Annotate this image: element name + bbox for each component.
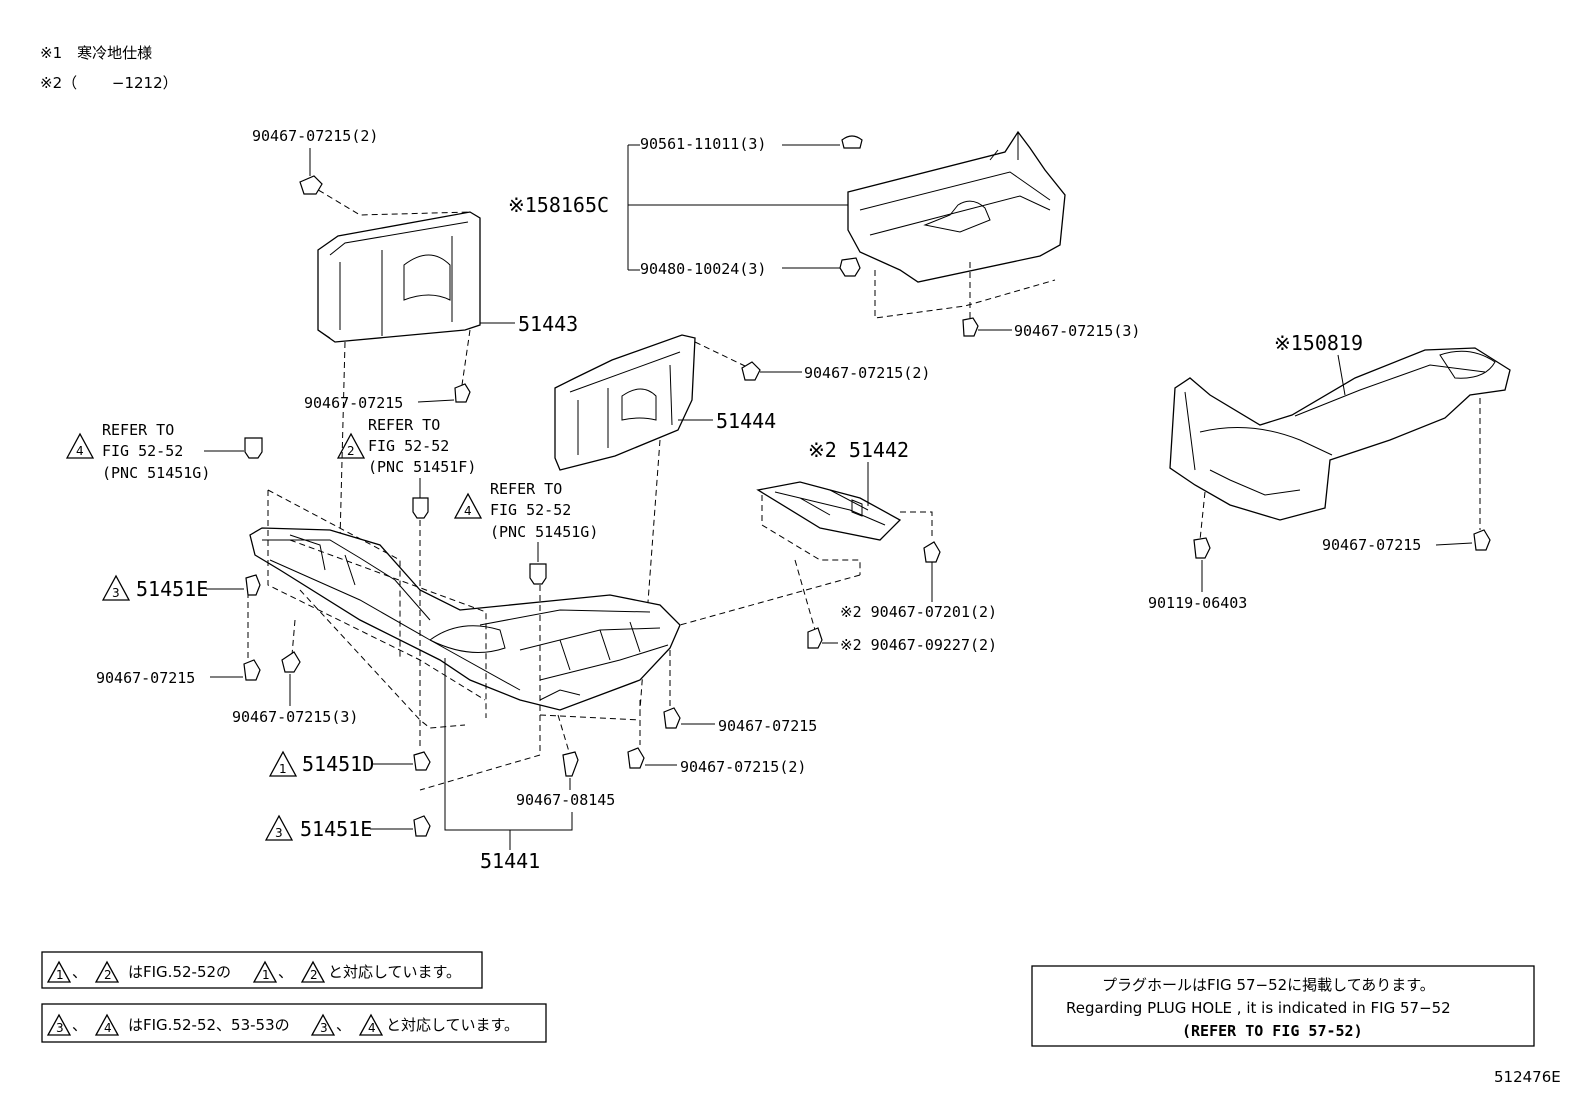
plug-hole-note: プラグホールはFIG 57−52に掲載してあります。 Regarding PLU… bbox=[1031, 965, 1535, 1047]
bolt-right-07215-2 bbox=[627, 747, 645, 769]
bolt-58165-bottom bbox=[962, 317, 979, 337]
legend-row-2: 3 、 4 はFIG.52-52、53-53の 3 、 4 と対応しています。 bbox=[41, 1003, 547, 1043]
note-date-range: ※2（ −1212） bbox=[40, 74, 178, 92]
part-51441 bbox=[247, 489, 681, 791]
svg-text:1: 1 bbox=[279, 762, 287, 776]
bolt-08145 bbox=[562, 751, 579, 777]
label-51451E-upper: 51451E bbox=[136, 577, 208, 601]
clip-51442-a bbox=[923, 541, 941, 563]
clip-51451F bbox=[412, 497, 429, 519]
triangle-mark-1: 1 bbox=[268, 750, 298, 777]
label-left-bolt: 90467-07215 bbox=[96, 669, 195, 687]
refer-c-line1: REFER TO bbox=[490, 480, 562, 498]
label-58165-bot: 90467-07215(3) bbox=[1014, 322, 1140, 340]
label-58165C: ※158165C bbox=[508, 193, 609, 217]
svg-text:1: 1 bbox=[262, 968, 270, 982]
svg-text:4: 4 bbox=[76, 444, 84, 458]
label-58165-mid: 90480-10024(3) bbox=[640, 260, 766, 278]
label-51444-clip: 90467-07215(2) bbox=[804, 364, 930, 382]
label-51443-bolt: 90467-07215 bbox=[304, 394, 403, 412]
svg-text:4: 4 bbox=[104, 1021, 112, 1035]
refer-a-line2: FIG 52-52 bbox=[102, 442, 183, 460]
svg-text:3: 3 bbox=[56, 1021, 64, 1035]
triangle-mark-4-left: 4 bbox=[65, 432, 95, 459]
legend-row2-end: と対応しています。 bbox=[386, 1016, 519, 1034]
svg-text:1: 1 bbox=[56, 968, 64, 982]
svg-text:、: 、 bbox=[336, 1016, 351, 1034]
svg-text:3: 3 bbox=[275, 826, 283, 840]
refer-c-line2: FIG 52-52 bbox=[490, 501, 571, 519]
svg-text:3: 3 bbox=[320, 1021, 328, 1035]
bolt-51451D bbox=[413, 751, 431, 771]
bolt-51443-bottom bbox=[454, 383, 471, 403]
svg-text:、: 、 bbox=[278, 963, 293, 981]
clip-51444 bbox=[741, 361, 761, 381]
plug-note-ref: (REFER TO FIG 57-52) bbox=[1182, 1022, 1363, 1040]
clip-51443-top bbox=[299, 175, 323, 195]
plug-note-en: Regarding PLUG HOLE , it is indicated in… bbox=[1066, 999, 1451, 1017]
bolt-50819 bbox=[1193, 537, 1211, 559]
svg-text:2: 2 bbox=[104, 968, 112, 982]
part-51444 bbox=[554, 334, 746, 711]
part-58165C bbox=[847, 130, 1066, 319]
bolt-right-07215 bbox=[663, 707, 681, 729]
figure-id: 512476E bbox=[1494, 1068, 1561, 1086]
svg-text:、: 、 bbox=[72, 963, 87, 981]
part-51442 bbox=[679, 481, 933, 631]
label-08145: 90467-08145 bbox=[516, 791, 615, 809]
triangle-mark-3-lower: 3 bbox=[264, 814, 294, 841]
triangle-mark-2: 2 bbox=[336, 432, 366, 459]
label-50819-clip: 90467-07215 bbox=[1322, 536, 1421, 554]
clip-51451G-left bbox=[244, 437, 263, 459]
refer-b-line2: FIG 52-52 bbox=[368, 437, 449, 455]
svg-text:、: 、 bbox=[72, 1016, 87, 1034]
clip-51451G-center bbox=[529, 563, 547, 585]
label-51442: ※2 51442 bbox=[808, 438, 909, 462]
part-51443 bbox=[309, 184, 481, 541]
svg-text:4: 4 bbox=[368, 1021, 376, 1035]
triangle-mark-4-center: 4 bbox=[453, 492, 483, 519]
clip-50819 bbox=[1473, 529, 1491, 551]
bolt-90480 bbox=[839, 257, 861, 277]
label-51444: 51444 bbox=[716, 409, 776, 433]
clip-left-07215-3 bbox=[281, 651, 301, 673]
svg-text:3: 3 bbox=[112, 586, 120, 600]
svg-text:2: 2 bbox=[310, 968, 318, 982]
bolt-51451E-lower bbox=[413, 815, 431, 837]
refer-a-line3: (PNC 51451G) bbox=[102, 464, 210, 482]
part-50819 bbox=[1169, 347, 1511, 541]
plug-note-jp: プラグホールはFIG 57−52に掲載してあります。 bbox=[1102, 976, 1435, 994]
triangle-mark-3-upper: 3 bbox=[101, 574, 131, 601]
svg-text:4: 4 bbox=[464, 504, 472, 518]
legend-row-1: 1 、 2 はFIG.52-52の 1 、 2 と対応しています。 bbox=[41, 951, 483, 989]
label-50819: ※150819 bbox=[1274, 331, 1363, 355]
label-51443: 51443 bbox=[518, 312, 578, 336]
refer-c-line3: (PNC 51451G) bbox=[490, 523, 598, 541]
svg-text:2: 2 bbox=[347, 444, 355, 458]
label-50819-bolt: 90119-06403 bbox=[1148, 594, 1247, 612]
label-51451D: 51451D bbox=[302, 752, 374, 776]
bolt-51451E-upper bbox=[245, 574, 261, 596]
refer-b-line3: (PNC 51451F) bbox=[368, 458, 476, 476]
refer-a-line1: REFER TO bbox=[102, 421, 174, 439]
label-right-bolt-2: 90467-07215(2) bbox=[680, 758, 806, 776]
legend-row1-mid: はFIG.52-52の bbox=[128, 963, 231, 981]
refer-b-line1: REFER TO bbox=[368, 416, 440, 434]
label-right-bolt: 90467-07215 bbox=[718, 717, 817, 735]
bolt-51442-b bbox=[807, 627, 823, 649]
label-58165-top: 90561-11011(3) bbox=[640, 135, 766, 153]
label-51442-b: ※2 90467-09227(2) bbox=[840, 636, 997, 654]
label-51441: 51441 bbox=[480, 849, 540, 873]
legend-row2-mid: はFIG.52-52、53-53の bbox=[128, 1016, 290, 1034]
label-left-bolt-3: 90467-07215(3) bbox=[232, 708, 358, 726]
bolt-left-07215 bbox=[243, 659, 261, 681]
note-cold-spec: ※1 寒冷地仕様 bbox=[40, 44, 152, 62]
label-51451E-lower: 51451E bbox=[300, 817, 372, 841]
plug-90561 bbox=[841, 135, 863, 149]
legend-row1-end: と対応しています。 bbox=[328, 963, 461, 981]
label-51442-a: ※2 90467-07201(2) bbox=[840, 603, 997, 621]
label-51443-clip: 90467-07215(2) bbox=[252, 127, 378, 145]
